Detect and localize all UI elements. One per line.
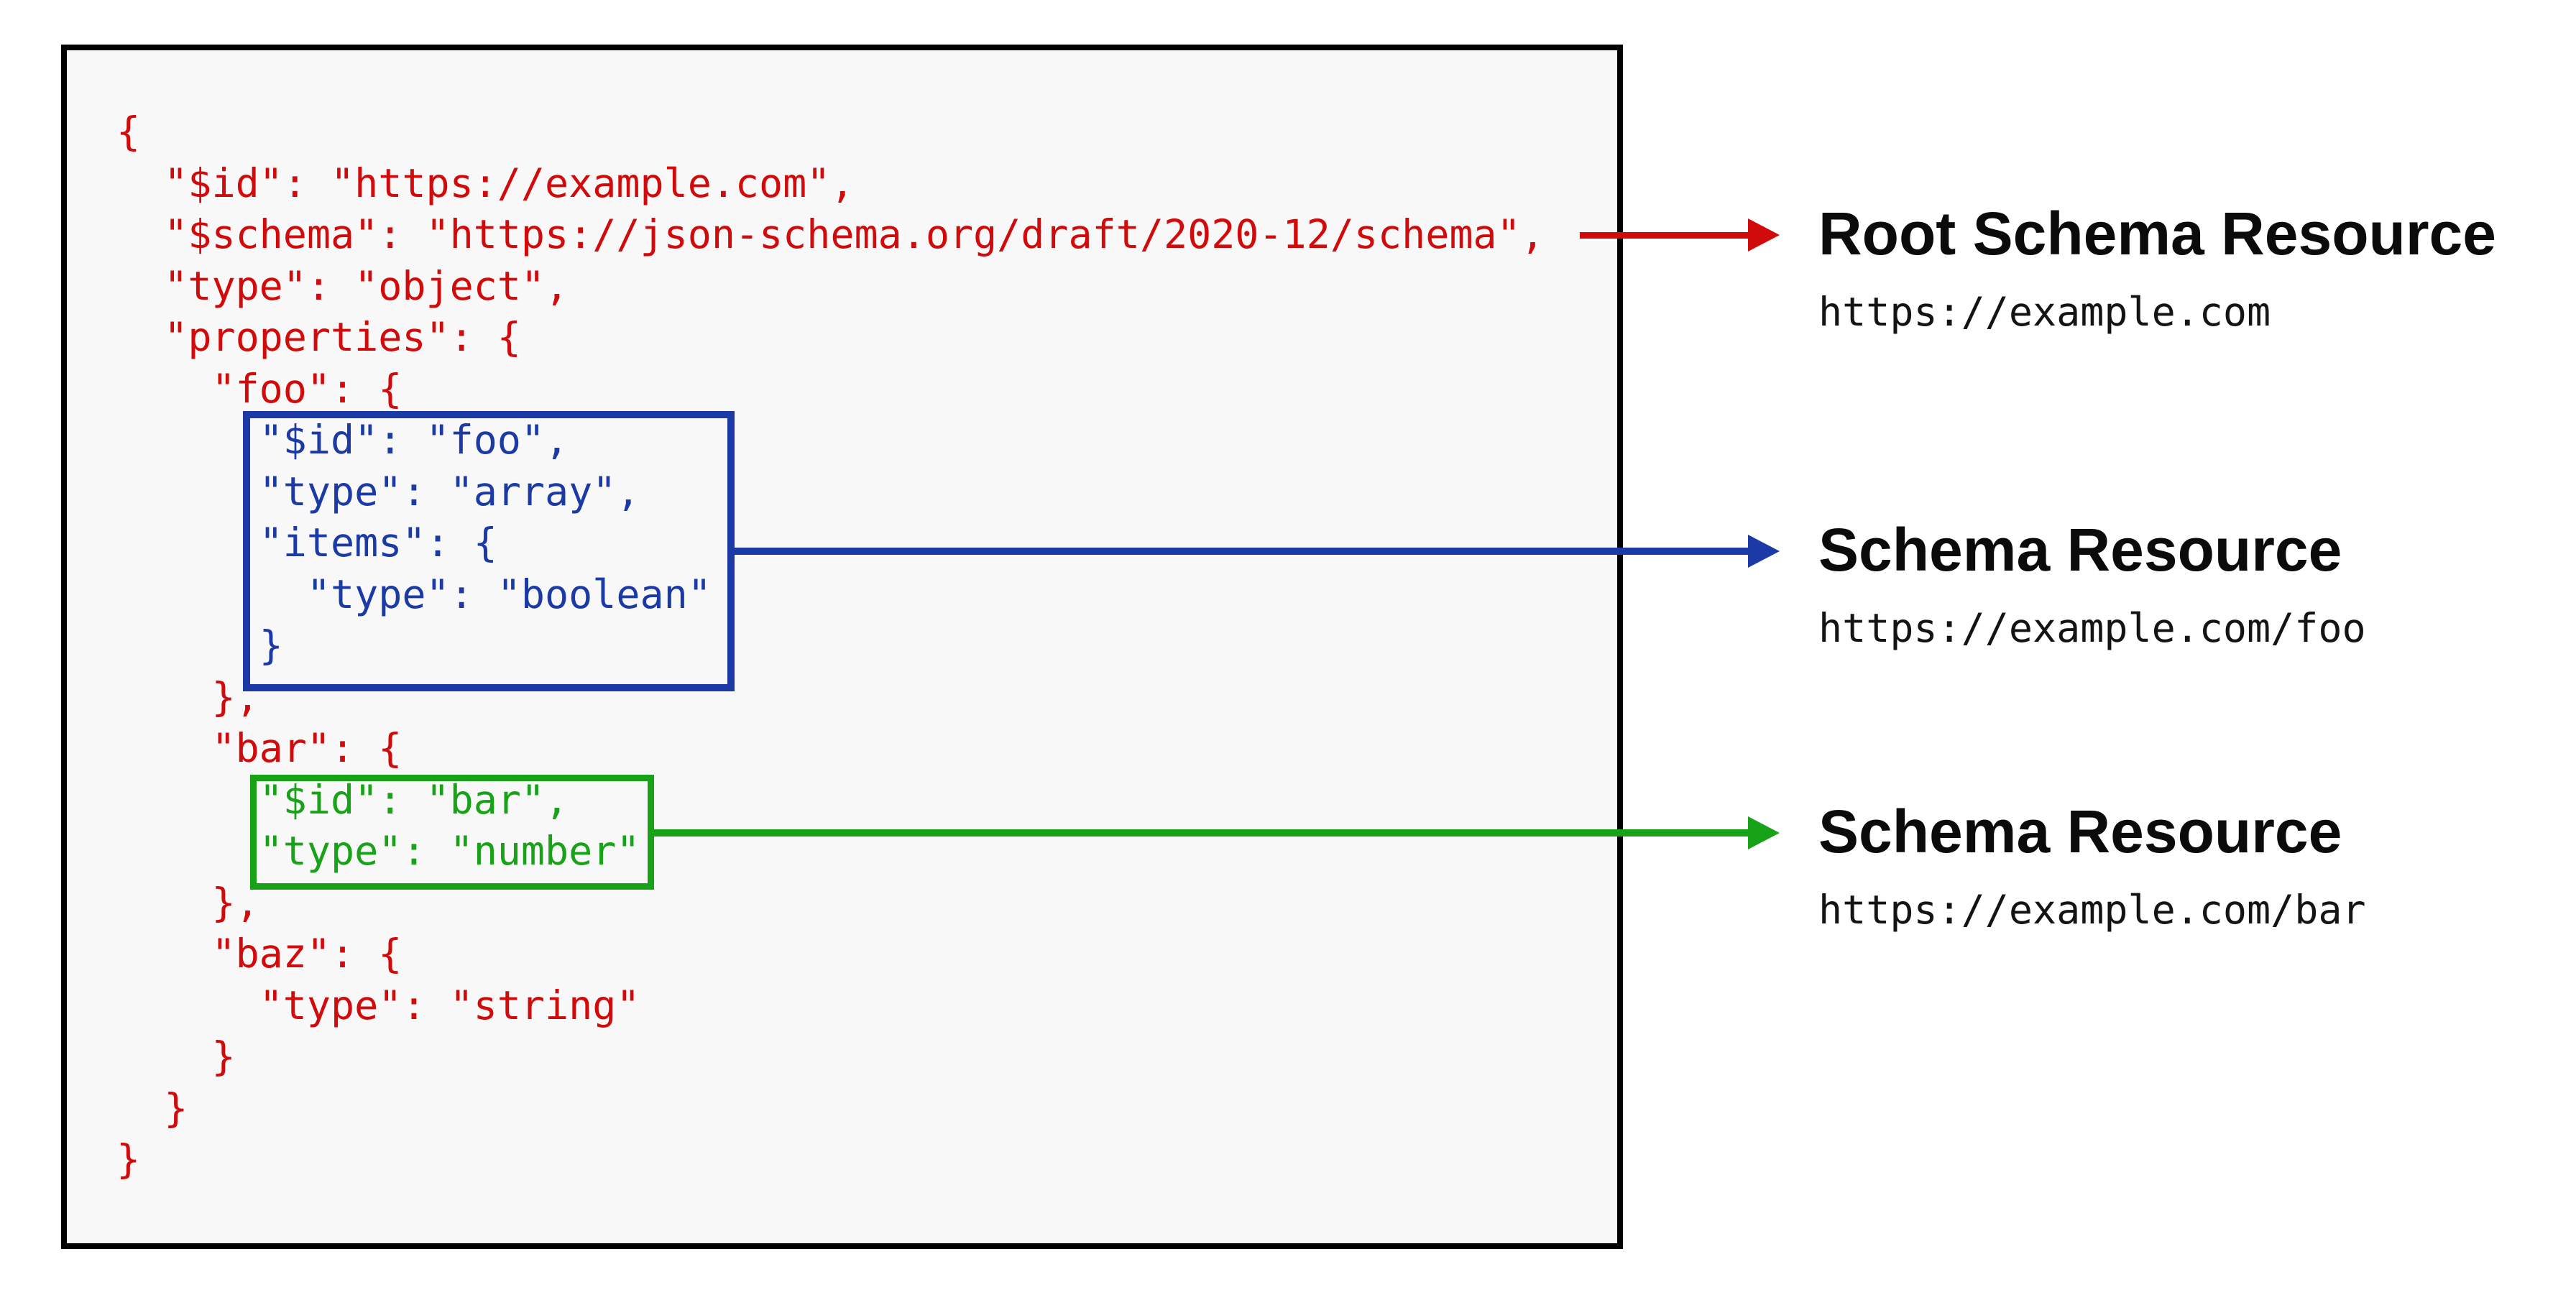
code-line: "$id": "https://example.com", (116, 160, 855, 206)
code-line: "$schema": "https://json-schema.org/draf… (116, 211, 1545, 257)
code-line: "type": "object", (116, 262, 569, 309)
code-line: "type": "number" (116, 828, 640, 874)
bar-schema-resource-box (250, 775, 654, 890)
root-schema-resource-label: Root Schema Resource (1818, 200, 2496, 267)
json-schema-code: { "$id": "https://example.com", "$schema… (116, 106, 1545, 1186)
foo-schema-resource-label: Schema Resource (1818, 516, 2342, 584)
code-line: } (116, 622, 283, 668)
foo-schema-resource-box (243, 411, 735, 691)
foo-schema-arrow (732, 548, 1748, 555)
bar-schema-resource-label: Schema Resource (1818, 798, 2342, 865)
code-line: } (116, 1084, 188, 1131)
root-schema-resource-uri: https://example.com (1818, 289, 2271, 335)
bar-schema-arrow (651, 829, 1748, 837)
bar-schema-arrow-icon (1748, 816, 1780, 849)
code-line: "type": "array", (116, 468, 640, 515)
code-line: "properties": { (116, 314, 521, 360)
code-line: }, (116, 879, 259, 926)
code-line: "items": { (116, 520, 497, 566)
code-line: "foo": { (116, 365, 402, 412)
code-line: { (116, 109, 141, 155)
root-schema-arrow (1580, 231, 1752, 239)
code-line: "baz": { (116, 931, 402, 977)
code-line: "$id": "bar", (116, 776, 569, 823)
foo-schema-arrow-icon (1748, 535, 1780, 568)
foo-schema-resource-uri: https://example.com/foo (1818, 605, 2366, 651)
code-line: } (116, 1136, 141, 1182)
code-line: "bar": { (116, 725, 402, 771)
code-line: "type": "boolean" (116, 571, 712, 617)
code-line: } (116, 1033, 236, 1079)
root-schema-document-box (61, 45, 1623, 1249)
bar-schema-resource-uri: https://example.com/bar (1818, 887, 2366, 933)
code-line: "$id": "foo", (116, 417, 569, 463)
root-schema-arrow-icon (1748, 218, 1780, 252)
code-line: "type": "string" (116, 982, 640, 1028)
code-line: }, (116, 673, 259, 720)
